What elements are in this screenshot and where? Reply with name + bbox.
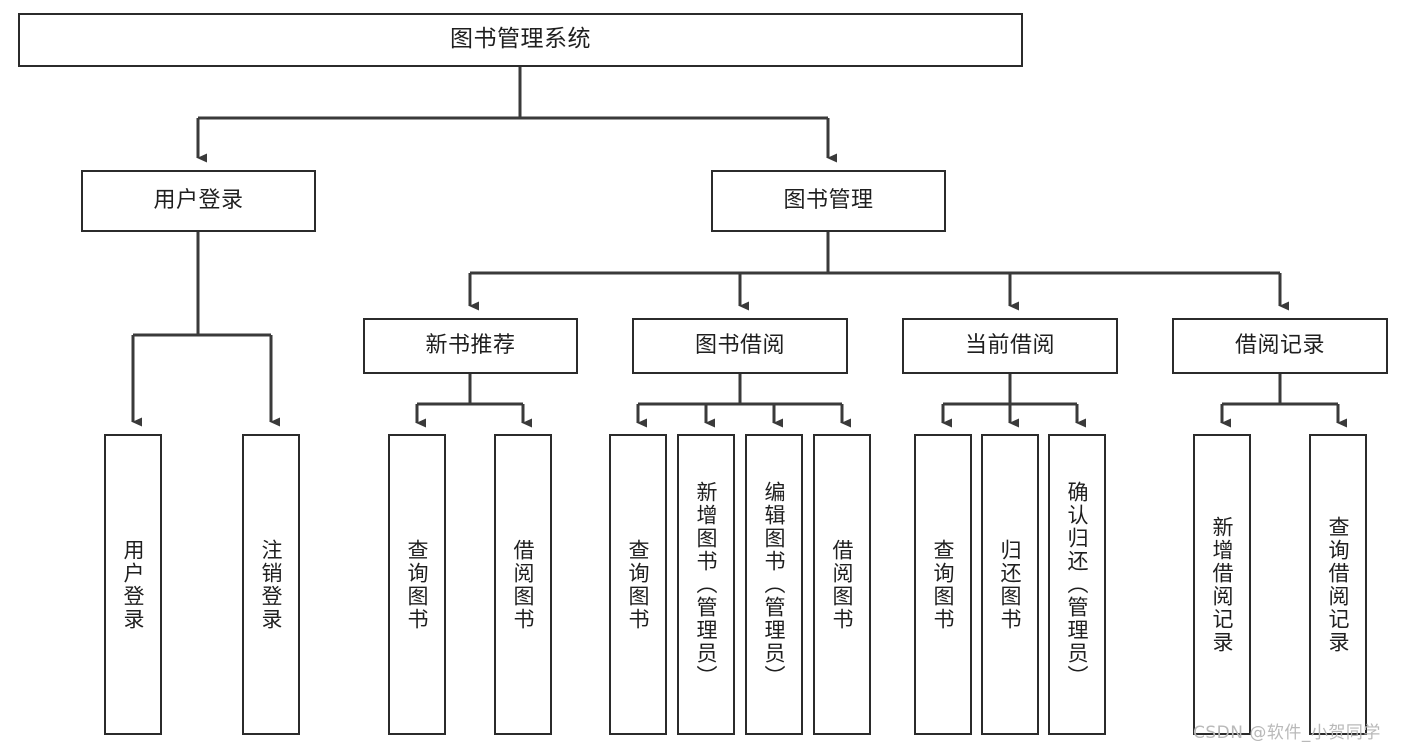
node-current-borrow-label: 当前借阅	[964, 333, 1055, 359]
node-leaf-return-book-label: 归还图书	[998, 538, 1023, 631]
node-borrow-record-label: 借阅记录	[1234, 333, 1325, 359]
node-leaf-confirm-return-label: 确认归还（管理员）	[1065, 481, 1090, 688]
node-leaf-add-record[interactable]: 新增借阅记录	[1193, 434, 1251, 735]
node-leaf-logout-label: 注销登录	[259, 538, 284, 631]
watermark: CSDN @软件_小贺同学	[1193, 723, 1381, 743]
node-root[interactable]: 图书管理系统	[18, 13, 1023, 67]
node-leaf-user-login-label: 用户登录	[121, 538, 146, 631]
node-leaf-query-book-3-label: 查询图书	[931, 538, 956, 631]
node-leaf-edit-book[interactable]: 编辑图书（管理员）	[745, 434, 803, 735]
node-leaf-add-book[interactable]: 新增图书（管理员）	[677, 434, 735, 735]
node-leaf-query-record-label: 查询借阅记录	[1326, 515, 1351, 654]
node-leaf-logout[interactable]: 注销登录	[242, 434, 300, 735]
node-leaf-borrow-book-1-label: 借阅图书	[511, 538, 536, 631]
node-leaf-query-book-1-label: 查询图书	[405, 538, 430, 631]
node-leaf-query-record[interactable]: 查询借阅记录	[1309, 434, 1367, 735]
node-new-book-recommend-label: 新书推荐	[425, 333, 516, 359]
node-book-manage-label: 图书管理	[783, 188, 874, 214]
node-user-login-label: 用户登录	[153, 188, 244, 214]
node-leaf-add-book-label: 新增图书（管理员）	[694, 481, 719, 688]
node-current-borrow[interactable]: 当前借阅	[902, 318, 1118, 374]
node-book-manage[interactable]: 图书管理	[711, 170, 946, 232]
node-leaf-return-book[interactable]: 归还图书	[981, 434, 1039, 735]
node-root-label: 图书管理系统	[450, 26, 591, 53]
node-book-borrow[interactable]: 图书借阅	[632, 318, 848, 374]
node-new-book-recommend[interactable]: 新书推荐	[363, 318, 578, 374]
node-leaf-add-record-label: 新增借阅记录	[1210, 515, 1235, 654]
node-book-borrow-label: 图书借阅	[694, 333, 785, 359]
node-leaf-borrow-book-1[interactable]: 借阅图书	[494, 434, 552, 735]
node-leaf-edit-book-label: 编辑图书（管理员）	[762, 481, 787, 688]
node-borrow-record[interactable]: 借阅记录	[1172, 318, 1388, 374]
node-leaf-query-book-1[interactable]: 查询图书	[388, 434, 446, 735]
node-leaf-query-book-2[interactable]: 查询图书	[609, 434, 667, 735]
node-user-login[interactable]: 用户登录	[81, 170, 316, 232]
node-leaf-confirm-return[interactable]: 确认归还（管理员）	[1048, 434, 1106, 735]
node-leaf-user-login[interactable]: 用户登录	[104, 434, 162, 735]
node-leaf-query-book-3[interactable]: 查询图书	[914, 434, 972, 735]
node-leaf-borrow-book-2-label: 借阅图书	[830, 538, 855, 631]
node-leaf-query-book-2-label: 查询图书	[626, 538, 651, 631]
node-leaf-borrow-book-2[interactable]: 借阅图书	[813, 434, 871, 735]
